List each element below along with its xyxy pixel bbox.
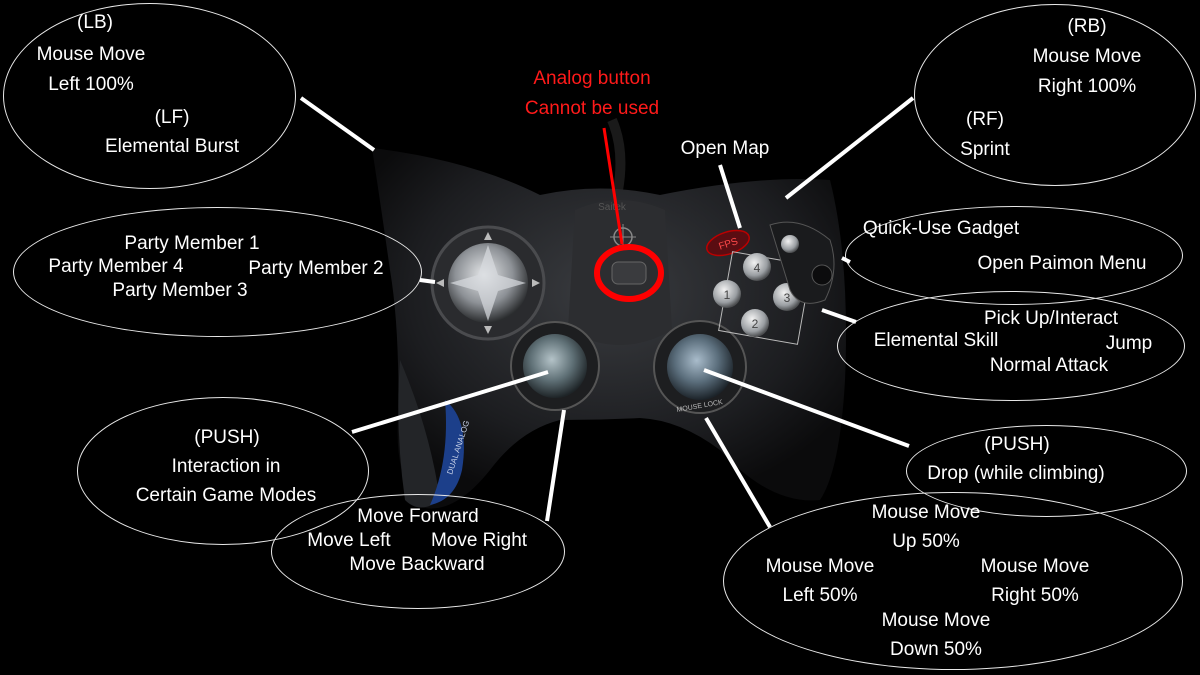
party-member-2-label: Party Member 2: [248, 258, 384, 279]
rf-tag: (RF): [966, 109, 1004, 130]
svg-text:2: 2: [752, 317, 759, 331]
cable: [607, 118, 626, 191]
open-paimon-menu-label: Open Paimon Menu: [977, 253, 1147, 274]
rf-action: Sprint: [960, 139, 1010, 160]
party-member-1-label: Party Member 1: [124, 233, 260, 254]
analog-highlight-ring: [594, 244, 664, 302]
left-push-line2: Certain Game Modes: [135, 485, 317, 506]
left-stick-leader-line: [545, 409, 566, 522]
mouse-left-line2: Left 50%: [782, 585, 858, 606]
gadget-button: [781, 235, 799, 253]
svg-text:3: 3: [784, 291, 791, 305]
mouse-left-line1: Mouse Move: [765, 556, 875, 577]
right-push-leader-line: [703, 368, 910, 448]
dpad-leader-line: [419, 278, 436, 284]
left-push-leader-line: [351, 370, 549, 434]
right-push-tag: (PUSH): [984, 434, 1050, 455]
rb-leader-line: [784, 96, 915, 200]
left-grip: [398, 360, 440, 508]
left-stick-bubble: [271, 494, 565, 609]
grip-stripe: [430, 400, 464, 505]
mouse-right-line1: Mouse Move: [980, 556, 1090, 577]
analog-pointer: [602, 127, 624, 245]
analog-warning-line1: Analog button: [533, 68, 651, 89]
open-map-label: Open Map: [680, 138, 770, 159]
normal-attack-label: Normal Attack: [989, 355, 1109, 376]
lb-line1: Mouse Move: [36, 44, 146, 65]
face-button-2: [741, 309, 769, 337]
jump-label: Jump: [1105, 333, 1153, 354]
face-button-4: [743, 253, 771, 281]
mouse-up-line2: Up 50%: [892, 531, 960, 552]
move-forward-label: Move Forward: [357, 506, 479, 527]
left-stick: [523, 334, 587, 398]
move-backward-label: Move Backward: [349, 554, 485, 575]
lb-tag: (LB): [77, 12, 113, 33]
mouse-down-line2: Down 50%: [890, 639, 982, 660]
mouse-up-line1: Mouse Move: [871, 502, 981, 523]
party-member-3-label: Party Member 3: [112, 280, 248, 301]
lf-tag: (LF): [154, 107, 190, 128]
party-member-4-label: Party Member 4: [48, 256, 184, 277]
mouse-right-line2: Right 50%: [991, 585, 1079, 606]
face-button-1: [713, 280, 741, 308]
analog-button: [611, 261, 647, 285]
left-push-tag: (PUSH): [194, 427, 260, 448]
rb-line1: Mouse Move: [1032, 46, 1142, 67]
face-leader-line: [821, 308, 857, 324]
lb-leader-line: [299, 96, 376, 152]
brand-text: Saitek: [598, 202, 627, 213]
right-stick: [667, 334, 733, 400]
pick-up-interact-label: Pick Up/Interact: [983, 308, 1119, 329]
rb-line2: Right 100%: [1037, 76, 1137, 97]
left-stick-push-bubble: [77, 397, 369, 545]
right-push-line1: Drop (while climbing): [927, 463, 1105, 484]
analog-warning-line2: Cannot be used: [524, 98, 660, 119]
mouse-down-line1: Mouse Move: [881, 610, 991, 631]
fps-button: [706, 229, 750, 257]
face-buttons-bubble: [837, 291, 1185, 401]
left-push-line1: Interaction in: [171, 456, 281, 477]
right-stick-leader-line: [704, 416, 772, 529]
small-buttons-leader-line: [841, 256, 851, 264]
open-map-leader-line: [718, 164, 742, 229]
right-stick-bubble: [723, 492, 1183, 670]
elemental-skill-label: Elemental Skill: [873, 330, 999, 351]
lb-line2: Left 100%: [48, 74, 134, 95]
lb-lf-bubble: [3, 3, 296, 189]
move-right-label: Move Right: [430, 530, 528, 551]
dpad-cross-icon: [450, 245, 526, 321]
rb-rf-bubble: [914, 4, 1196, 186]
lf-action: Elemental Burst: [104, 136, 240, 157]
dpad-bubble: [13, 207, 422, 337]
quick-use-gadget-label: Quick-Use Gadget: [862, 218, 1020, 239]
paimon-menu-button: [811, 264, 833, 286]
svg-text:4: 4: [754, 261, 761, 275]
move-left-label: Move Left: [307, 530, 391, 551]
svg-text:1: 1: [724, 288, 731, 302]
rb-tag: (RB): [1067, 16, 1107, 37]
